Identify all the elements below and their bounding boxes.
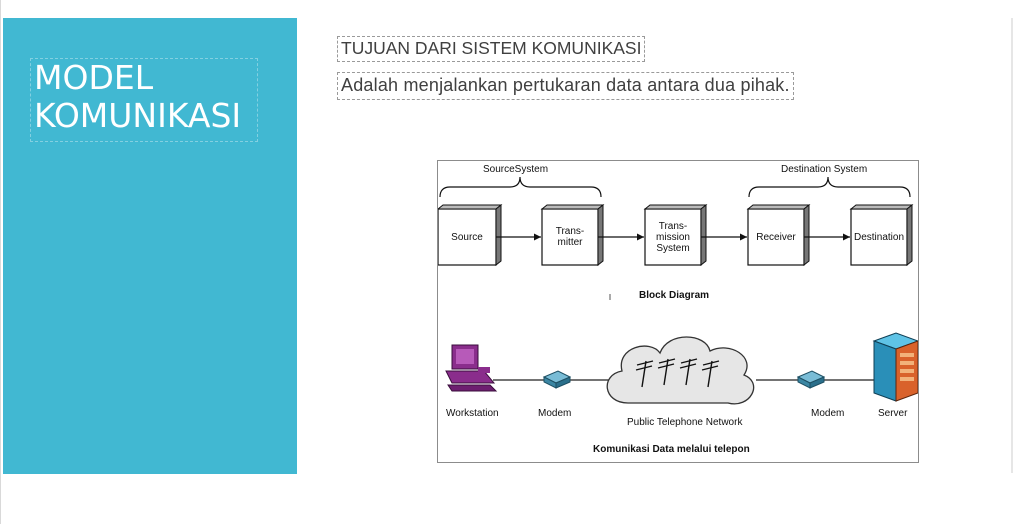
block-receiver xyxy=(746,203,811,267)
block-diagram-caption: Block Diagram xyxy=(639,290,710,301)
slide-title[interactable]: MODEL KOMUNIKASI xyxy=(30,58,258,142)
slide-title-line-1: MODEL xyxy=(34,58,154,97)
block-transmitter-label: Trans- mitter xyxy=(555,226,585,248)
title-side-panel xyxy=(3,18,297,474)
block-destination xyxy=(849,203,914,267)
server-label: Server xyxy=(878,408,908,419)
block-source xyxy=(438,203,503,267)
block-transmitter xyxy=(540,203,605,267)
communication-diagram-image[interactable]: SourceSystem Destination System Source T… xyxy=(437,160,919,463)
source-system-label: SourceSystem xyxy=(483,164,549,175)
modem-right-label: Modem xyxy=(811,408,845,419)
modem-left-label: Modem xyxy=(538,408,572,419)
workstation-label: Workstation xyxy=(446,408,499,419)
server-icon xyxy=(872,332,918,402)
diagram-graphics xyxy=(438,176,918,405)
block-destination-label: Destination xyxy=(853,231,905,243)
content-body[interactable]: Adalah menjalankan pertukaran data antar… xyxy=(337,72,794,100)
block-receiver-label: Receiver xyxy=(756,231,796,243)
block-transmission-system xyxy=(643,203,708,267)
cloud-icon xyxy=(606,336,755,405)
workstation-icon xyxy=(445,344,498,392)
destination-system-brace xyxy=(748,176,911,198)
network-label: Public Telephone Network xyxy=(627,417,743,428)
destination-system-label: Destination System xyxy=(781,164,868,175)
content-heading[interactable]: TUJUAN DARI SISTEM KOMUNIKASI xyxy=(337,36,646,62)
network-caption: Komunikasi Data melalui telepon xyxy=(593,444,750,455)
block-transmission-system-label: Trans- mission System xyxy=(656,220,690,254)
source-system-brace xyxy=(439,176,602,198)
slide-title-line-2: KOMUNIKASI xyxy=(34,96,242,135)
telephone-poles xyxy=(635,358,720,388)
slide-edge-left xyxy=(0,0,1,524)
modem-right-icon xyxy=(796,370,826,389)
slide-edge-right xyxy=(1011,18,1013,473)
modem-left-icon xyxy=(542,370,572,389)
block-source-label: Source xyxy=(451,231,483,243)
